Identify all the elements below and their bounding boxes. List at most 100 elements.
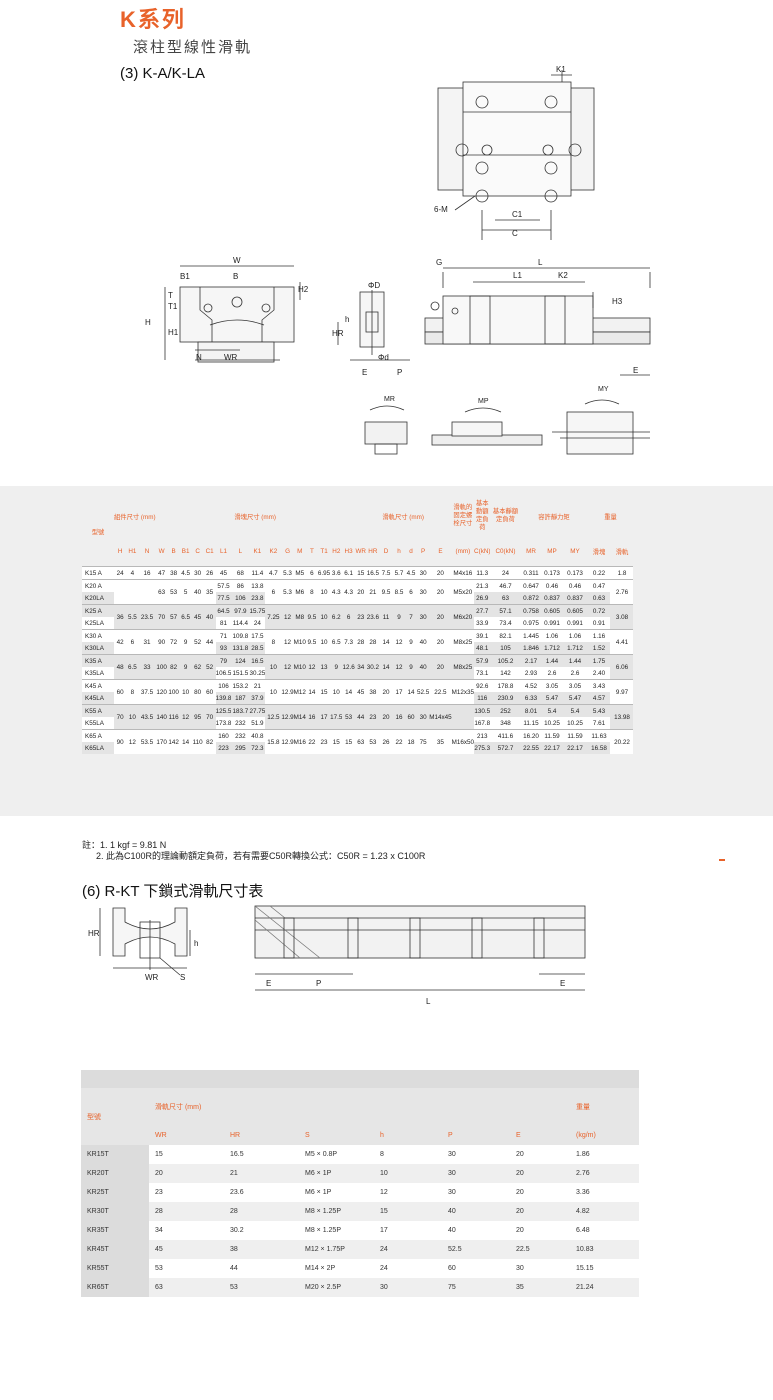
rail-cell: 53 [224, 1278, 299, 1297]
spec-cell-h: 22 [392, 729, 405, 754]
rail-hdr-dims: 滑軌尺寸 (mm) [149, 1088, 570, 1126]
spec-col-12: G [285, 547, 290, 555]
spec-cell-d: 7 [404, 604, 417, 630]
spec-cell-L: 68 [231, 566, 250, 580]
spec-col-5: B1 [181, 547, 190, 555]
spec-cell-L: 183.7 [231, 704, 250, 717]
spec-col-16: H2 [332, 547, 341, 555]
spec-cell-K1: 51.9 [249, 717, 266, 730]
spec-cell-h: 9 [392, 604, 405, 630]
spec-col-24: E [438, 547, 443, 555]
spec-cell-wb: 11.63 [587, 729, 611, 742]
rail-col-4: P [442, 1126, 510, 1145]
spec-cell-B: 116 [167, 704, 180, 730]
spec-cell-WR: 44 [354, 704, 367, 730]
section6-title: (6) R-KT 下鎖式滑軌尺寸表 [82, 883, 264, 900]
spec-cell-MR: 6.33 [520, 692, 542, 705]
spec-cell-T1: 10 [317, 629, 331, 655]
spec-cell-MR: 0.975 [520, 617, 542, 630]
spec-cell-MP: 2.6 [541, 667, 563, 680]
spec-col-0: H [117, 547, 123, 555]
spec-cell-MY: 1.44 [562, 654, 588, 667]
rail-cell: 20 [510, 1202, 570, 1221]
spec-cell-L: 295 [231, 742, 250, 754]
spec-cell-MP: 1.712 [541, 642, 563, 655]
spec-cell-K2: 8 [265, 629, 282, 655]
spec-cell-N: 37.5 [138, 679, 156, 705]
spec-cell-bolt: M8x25 [451, 629, 475, 655]
spec-cell-G: 12 [281, 654, 294, 680]
spec-cell-bolt [451, 704, 475, 730]
spec-cell-H1: 12 [126, 729, 139, 754]
spec-cell-MY: 0.605 [562, 604, 588, 617]
spec-cell-L: 109.8 [231, 629, 250, 642]
rail-cell: 60 [442, 1259, 510, 1278]
spec-col-1: H1 [128, 547, 137, 555]
label-h2: H2 [298, 285, 309, 294]
spec-cell-C1: 40 [203, 604, 216, 630]
spec-cell-K2: 15.8 [265, 729, 282, 754]
rail-cell: 20 [510, 1145, 570, 1164]
spec-cell-Cd: 116 [474, 692, 491, 705]
rail-cell: 22.5 [510, 1240, 570, 1259]
spec-cell-C: 80 [191, 679, 204, 705]
spec-cell-C: 62 [191, 654, 204, 680]
spec-cell-bolt: M5x20 [451, 579, 475, 605]
spec-cell-C0: 178.8 [490, 679, 521, 692]
spec-cell-G: 12.9 [281, 679, 294, 705]
spec-cell-E: 35 [429, 729, 452, 754]
spec-cell-MR: 22.55 [520, 742, 542, 754]
label-t: T [168, 291, 173, 300]
spec-cell-P: 40 [416, 654, 430, 680]
spec-col-11: K2 [269, 547, 278, 555]
spec-cell-HR: 30.2 [366, 654, 379, 680]
spec-cell-L1: 57.5 [215, 579, 232, 592]
spec-cell-T: 14 [305, 679, 318, 705]
label-k1: K1 [556, 65, 566, 74]
spec-cell-WR: 15 [354, 566, 367, 580]
rail-cell: 63 [149, 1278, 224, 1297]
rail-cell: 52.5 [442, 1240, 510, 1259]
spec-col-10: K1 [253, 547, 262, 555]
spec-col-20: D [383, 547, 389, 555]
spec-cell-P: 30 [416, 704, 430, 730]
spec-cell-T1: 23 [317, 729, 331, 754]
spec-col-14: T [309, 547, 314, 555]
series-title: K系列 [120, 7, 186, 32]
spec-cell-wr: 20.22 [610, 729, 634, 754]
label-w: W [233, 256, 241, 265]
spec-cell-MP: 11.59 [541, 729, 563, 742]
rail-cell: 30 [442, 1164, 510, 1183]
spec-cell-C0: 142 [490, 667, 521, 680]
moment-diagrams [364, 399, 650, 455]
spec-model: K55 A [82, 704, 114, 717]
spec-cell-MR: 4.52 [520, 679, 542, 692]
spec-cell-L1: 79 [215, 654, 232, 667]
spec-cell-d: 14 [404, 679, 417, 705]
spec-cell-M: M5 [293, 566, 306, 580]
label-mr: MR [384, 396, 395, 403]
spec-cell-C1: 26 [203, 566, 216, 580]
spec-col-31: 滑塊 [592, 548, 606, 556]
spec-cell-L: 232 [231, 729, 250, 742]
spec-cell-C0: 105.2 [490, 654, 521, 667]
rail-cell: M5 × 0.8P [299, 1145, 374, 1164]
spec-cell-B1: 10 [179, 679, 192, 705]
spec-cell-wb: 16.58 [587, 742, 611, 754]
rail-model: KR35T [81, 1221, 149, 1240]
spec-cell-T: 8 [305, 579, 318, 605]
spec-cell-HR: 38 [366, 679, 379, 705]
hdr-bolt: 滑軌的固定螺栓尺寸 [453, 504, 473, 527]
spec-cell-W: 47 [155, 566, 168, 580]
spec-cell-wr: 13.98 [610, 704, 634, 730]
spec-cell-bolt: M12x35 [451, 679, 475, 705]
spec-model: K55LA [82, 717, 114, 730]
spec-cell-wr: 1.8 [610, 566, 634, 580]
spec-cell-d: 9 [404, 654, 417, 680]
spec-cell-h: 5.7 [392, 566, 405, 580]
spec-cell-MP: 10.25 [541, 717, 563, 730]
spec-col-30: MY [570, 547, 580, 555]
spec-cell-T1: 13 [317, 654, 331, 680]
